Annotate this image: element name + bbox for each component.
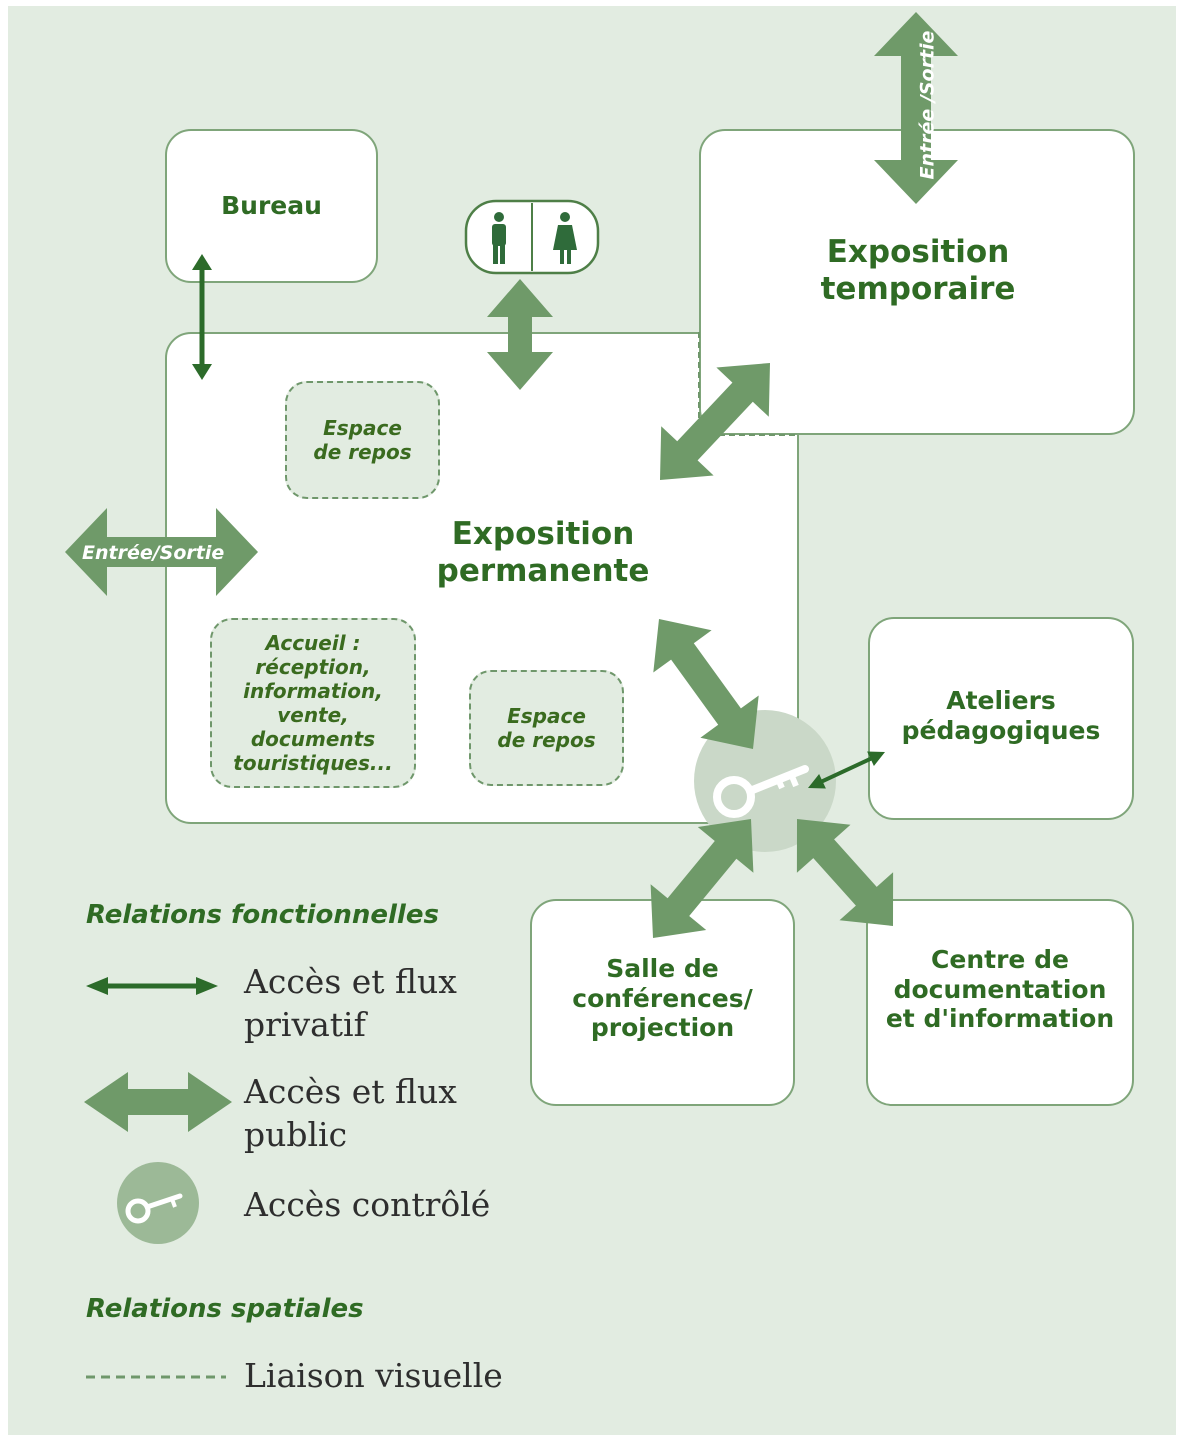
toilets-block: [464, 199, 600, 275]
entree-sortie-top-label: Entrée /Sortie: [916, 30, 939, 180]
legend-visual-link: Liaison visuelle: [244, 1356, 503, 1395]
bureau-label: Bureau: [221, 191, 322, 220]
legend-spatial-title: Relations spatiales: [86, 1294, 364, 1324]
private-arrow-ateliers: [808, 751, 885, 789]
box-salle-conferences: [530, 899, 795, 1106]
woman-icon: [553, 212, 577, 264]
public-arrow-toilets: [487, 279, 553, 390]
exposition-temporaire-label: Exposition temporaire: [820, 234, 1016, 307]
legend-public-arrow: [84, 1072, 232, 1132]
box-centre-documentation: [866, 899, 1134, 1106]
public-arrow-entree-left: [65, 508, 258, 596]
accueil-area: Accueil : réception, information, vente,…: [210, 618, 416, 788]
legend-key-icon: [117, 1162, 199, 1244]
accueil-label: Accueil : réception, information, vente,…: [233, 631, 393, 775]
diagram-canvas: Espace de repos Accueil : réception, inf…: [8, 6, 1176, 1435]
espace-repos-2-label: Espace de repos: [497, 704, 596, 752]
ateliers-label: Ateliers pédagogiques: [901, 686, 1101, 745]
legend-public-access: Accès et flux public: [244, 1072, 457, 1154]
centre-documentation-label: Centre de documentation et d'information: [885, 945, 1115, 1033]
man-icon: [492, 212, 506, 264]
espace-repos-1: Espace de repos: [285, 381, 440, 499]
legend-functional-title: Relations fonctionnelles: [86, 900, 439, 930]
public-arrow-temporaire: [660, 363, 770, 480]
private-arrow-bureau: [192, 254, 212, 380]
legend-private-arrow: [86, 977, 218, 995]
public-arrow-key-centre: [796, 819, 894, 926]
key-icon: [694, 710, 836, 852]
exposition-permanente-label: Exposition permanente: [436, 516, 650, 589]
public-arrow-entree-top: [874, 12, 958, 204]
espace-repos-1-label: Espace de repos: [313, 416, 412, 464]
public-arrow-key-permanente: [653, 619, 759, 749]
espace-repos-2: Espace de repos: [469, 670, 624, 786]
entree-sortie-left-label: Entrée/Sortie: [82, 542, 225, 564]
salle-conferences-label: Salle de conférences/ projection: [572, 954, 753, 1042]
legend-private-access: Accès et flux privatif: [244, 962, 457, 1044]
relations-layer: [65, 12, 958, 1379]
legend-controlled-access: Accès contrôlé: [244, 1185, 491, 1224]
box-ateliers: [868, 617, 1134, 820]
public-arrow-key-salle: [650, 819, 754, 938]
